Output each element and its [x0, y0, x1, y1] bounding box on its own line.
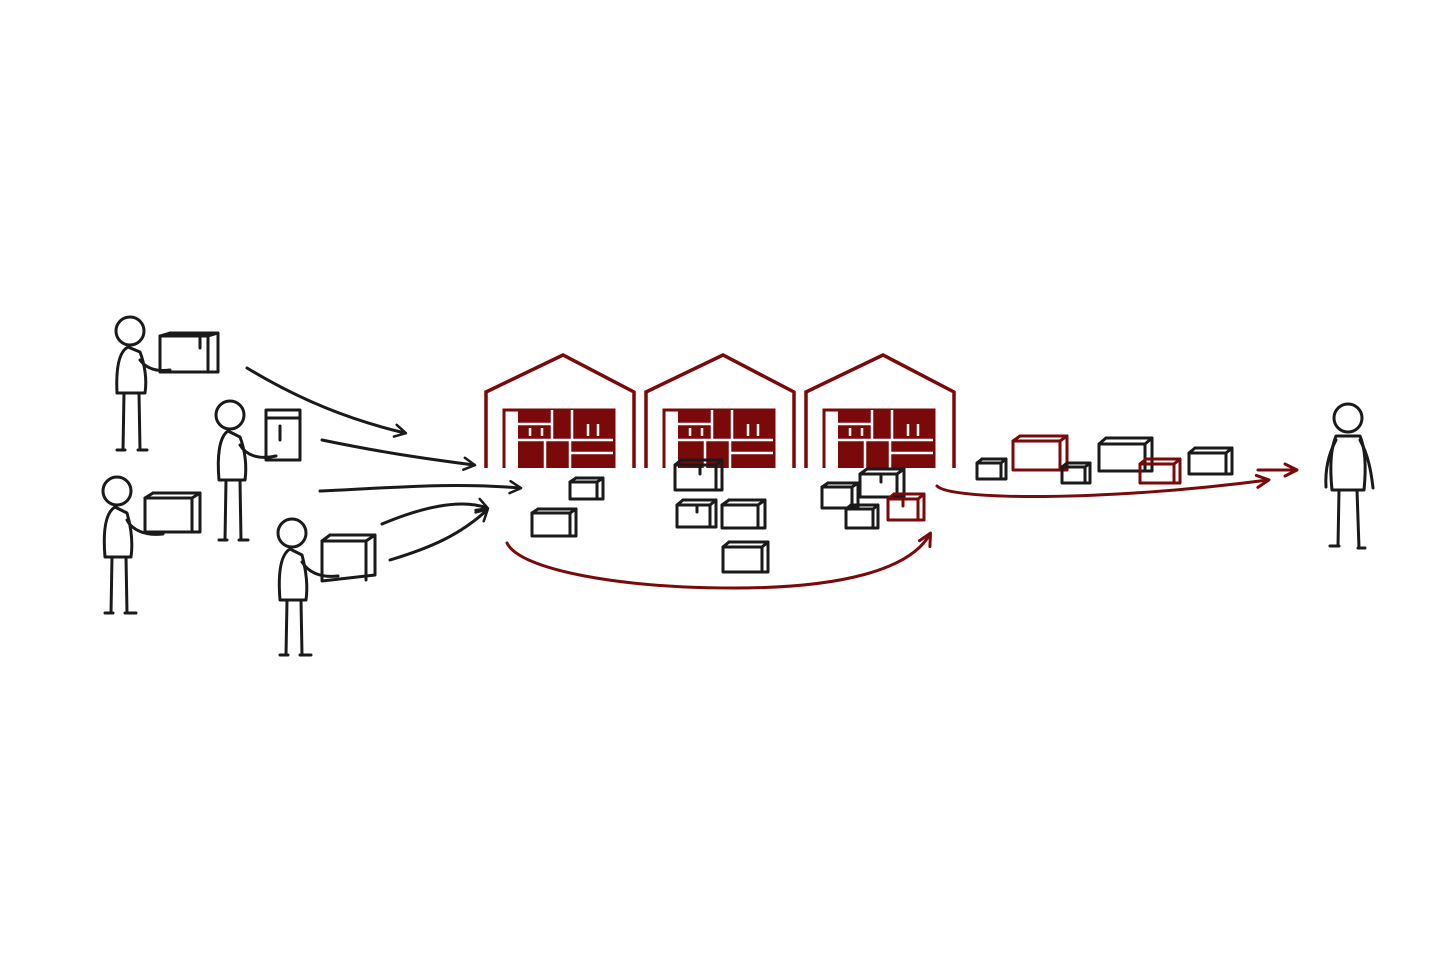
inbound-arrow-1 [245, 366, 408, 438]
inbound-arrow-4 [380, 497, 490, 526]
sender-person-4 [276, 517, 340, 657]
box [720, 498, 767, 530]
sender-box-3 [143, 491, 202, 534]
box [1097, 436, 1154, 473]
sender-box-2 [264, 408, 302, 462]
warehouse-transfer-arrow [505, 531, 932, 590]
box [721, 540, 770, 574]
recipient-person [1324, 402, 1375, 550]
box [820, 481, 860, 510]
sender-box-4 [320, 533, 377, 583]
inbound-arrows [245, 366, 523, 562]
sender-person-2 [214, 399, 278, 542]
box [675, 498, 718, 529]
box [568, 476, 605, 501]
warehouse-boxes [530, 458, 906, 574]
box [844, 503, 880, 530]
box [975, 457, 1008, 481]
box [1138, 457, 1182, 485]
inbound-arrow-2 [320, 438, 477, 471]
warehouse-2 [644, 353, 796, 468]
warehouse-box-red [886, 492, 926, 522]
warehouse-1 [484, 353, 636, 468]
sender-box-1 [158, 331, 220, 374]
warehouse-3 [804, 353, 956, 468]
sender-person-3 [101, 475, 165, 615]
box [673, 458, 724, 492]
outbound-boxes [975, 434, 1234, 485]
sender-person-1 [114, 315, 172, 452]
box [1011, 434, 1069, 472]
outbound-arrow [935, 473, 1271, 499]
inbound-arrow-5 [388, 508, 489, 562]
inbound-arrow-3 [318, 479, 523, 495]
box [530, 507, 578, 538]
box [1060, 461, 1092, 485]
box [1187, 446, 1234, 476]
